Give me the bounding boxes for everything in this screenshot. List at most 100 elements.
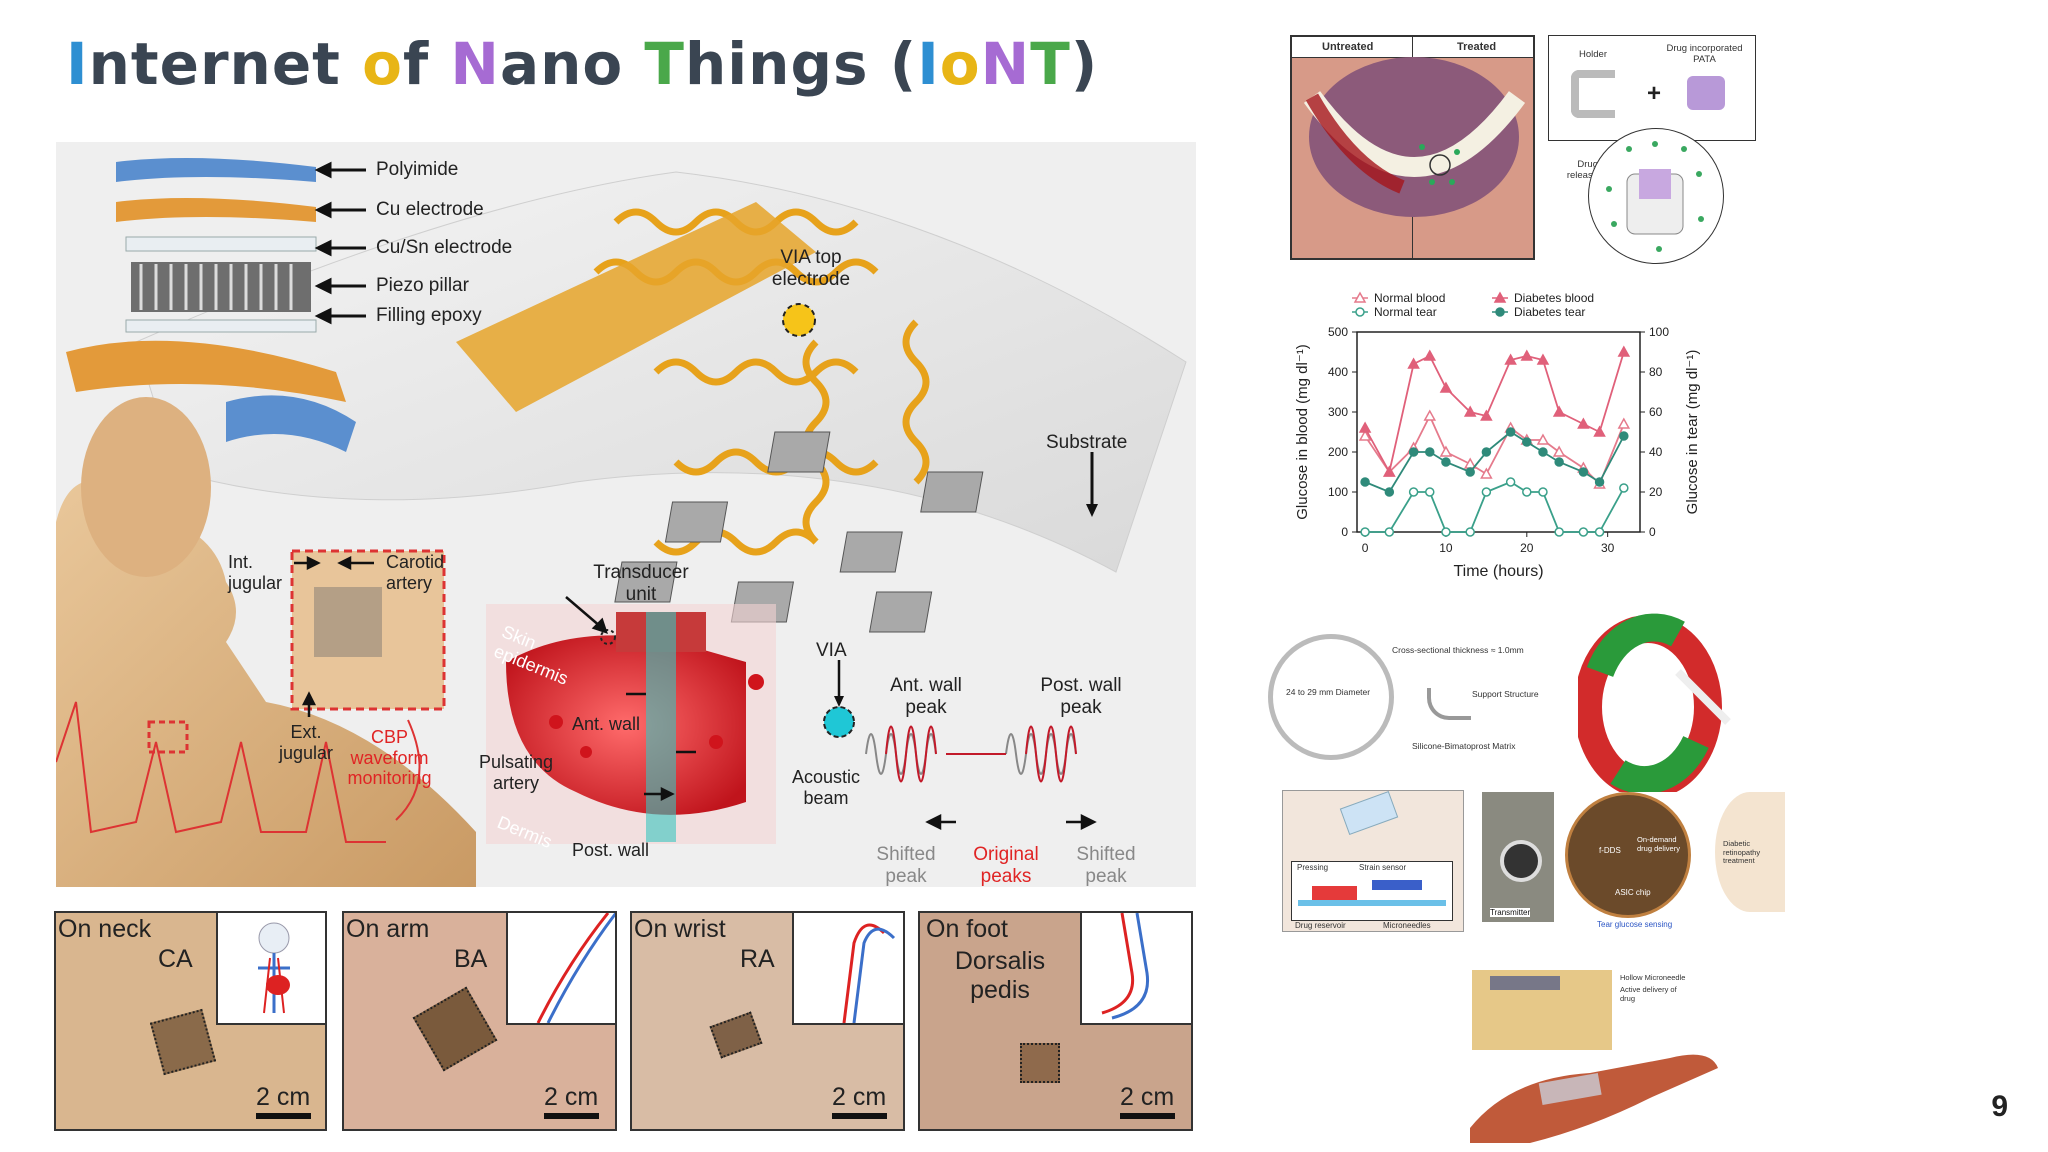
legend-label: Diabetes blood <box>1514 291 1594 305</box>
data-point <box>1465 527 1475 537</box>
panel-on-foot: On foot Dorsalis pedis 2 cm <box>918 911 1193 1131</box>
title-part: f <box>402 30 451 98</box>
y-right-axis-label: Glucose in tear (mg dl⁻¹) <box>1684 350 1701 515</box>
data-point <box>1358 421 1372 433</box>
scale-bar <box>256 1113 311 1119</box>
substrate-label: Substrate <box>1046 432 1128 453</box>
panel-on-arm: On arm BA 2 cm <box>342 911 617 1131</box>
tear-glucose-label: Tear glucose sensing <box>1597 920 1673 929</box>
vessel-label: CA <box>158 945 193 973</box>
on-demand-label: On-demand drug delivery <box>1637 835 1680 853</box>
title-part: T <box>644 30 685 98</box>
data-point <box>1577 417 1590 429</box>
title-part: I <box>66 30 89 98</box>
data-point <box>1439 445 1453 457</box>
holder-icon <box>1571 70 1615 118</box>
cbp-label: CBP waveform monitoring <box>347 727 432 789</box>
y-left-tick-label: 100 <box>1328 485 1348 499</box>
hand-microneedle-figure: Hollow Microneedle Active delivery of dr… <box>1470 968 1720 1143</box>
foot-inset <box>1080 913 1191 1025</box>
data-point <box>1617 417 1631 429</box>
legend-label: Normal blood <box>1374 291 1445 305</box>
data-point <box>1425 487 1435 497</box>
data-point <box>1593 425 1606 437</box>
matrix-label: Silicone-Bimatoprost Matrix <box>1412 741 1516 751</box>
data-point <box>1480 467 1493 479</box>
panel-on-wrist: On wrist RA 2 cm <box>630 911 905 1131</box>
scale-label: 2 cm <box>832 1083 887 1111</box>
foot-vessels-icon <box>1101 913 1150 1020</box>
data-point <box>1552 405 1566 417</box>
y-right-tick-label: 80 <box>1649 365 1663 379</box>
data-point <box>1578 467 1589 477</box>
data-point <box>1505 477 1516 487</box>
arm-inset <box>506 913 615 1025</box>
data-point <box>1522 437 1532 447</box>
reservoir <box>1312 886 1357 900</box>
layer-label-cusn: Cu/Sn electrode <box>376 237 513 258</box>
series-line-normal-tear <box>1365 480 1625 533</box>
data-point <box>1384 527 1395 537</box>
panel-title: On foot <box>926 915 1008 943</box>
shifted-peak-label-1: Shifted peak <box>876 844 936 887</box>
ant-wall-label: Ant. wall <box>572 714 641 734</box>
mouth-illustration <box>1303 57 1526 217</box>
panel-title: On wrist <box>634 915 726 943</box>
pata-box: Holder Drug incorporated PATA + <box>1548 35 1756 141</box>
neck-inset <box>216 913 325 1025</box>
layer-label-cu: Cu electrode <box>376 199 484 220</box>
title-part: o <box>939 30 981 98</box>
y-left-tick-label: 0 <box>1341 525 1348 539</box>
data-point <box>1536 353 1550 365</box>
title-part: o <box>362 30 403 98</box>
panel-on-neck: On neck CA 2 cm <box>54 911 327 1131</box>
data-point <box>1520 349 1534 361</box>
data-point <box>1408 447 1419 457</box>
via-label: VIA <box>816 640 847 661</box>
treated-label: Treated <box>1457 41 1497 53</box>
title-part: N <box>980 30 1031 98</box>
int-jugular-label: Int. jugular <box>228 552 283 593</box>
data-point <box>1358 429 1372 441</box>
series-line-diabetes-tear <box>1364 430 1625 494</box>
scale-label: 2 cm <box>544 1083 599 1111</box>
title-part: hings ( <box>685 30 918 98</box>
data-point <box>1383 465 1396 477</box>
scale-bar <box>832 1113 887 1119</box>
layer-label-epoxy: Filling epoxy <box>376 305 482 326</box>
legend-marker <box>1495 307 1505 317</box>
microneedles-label: Microneedles <box>1383 921 1431 930</box>
vessel-label: RA <box>740 945 775 973</box>
data-point <box>1505 427 1516 437</box>
scale-bar <box>544 1113 599 1119</box>
reservoir-label: Drug reservoir <box>1295 921 1346 930</box>
transmitter-photo: Transmitter <box>1482 792 1554 922</box>
data-point <box>1594 527 1605 537</box>
data-point <box>1439 381 1453 393</box>
untreated-label: Untreated <box>1322 41 1374 53</box>
data-point <box>1536 433 1550 445</box>
title-part: ano <box>499 30 645 98</box>
holder-label: Holder <box>1579 49 1607 60</box>
data-point <box>1407 357 1420 369</box>
data-point <box>1554 457 1564 467</box>
data-point <box>1619 483 1629 493</box>
title-part: I <box>917 30 940 98</box>
thickness-label: Cross-sectional thickness ≈ 1.0mm <box>1392 645 1524 655</box>
arm-vessels-icon <box>536 913 615 1024</box>
hand-illustration <box>1470 970 1718 1143</box>
legend-label: Normal tear <box>1374 305 1437 319</box>
y-left-axis-label: Glucose in blood (mg dl⁻¹) <box>1294 344 1311 520</box>
acoustic-label: Acoustic beam <box>791 767 861 808</box>
x-tick-label: 20 <box>1520 541 1534 555</box>
series-line-diabetes-blood <box>1364 351 1625 475</box>
legend-marker <box>1353 291 1367 303</box>
asic-label: ASIC chip <box>1615 888 1651 897</box>
wearable-ultrasound-figure: Polyimide Cu electrode Cu/Sn electrode P… <box>55 142 1196 887</box>
page-number: 9 <box>1991 1090 2008 1123</box>
device-illustration <box>55 142 1196 887</box>
data-point <box>1360 527 1370 537</box>
x-axis-label: Time (hours) <box>1453 563 1543 580</box>
